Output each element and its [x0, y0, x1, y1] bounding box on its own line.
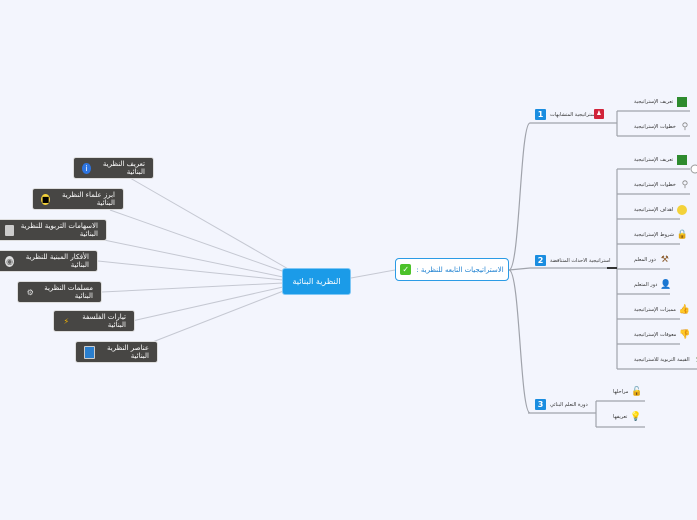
child-label: خطوات الإستراتيجية [634, 124, 676, 130]
child-node[interactable]: ⚒ دور المعلم [634, 255, 670, 265]
topic-ideas[interactable]: الأفكار المبنية للنظرية البنائية ◉ [0, 250, 98, 272]
lightbulb-icon: 💡 [630, 412, 642, 422]
topic-label: ابرز علماء النظرية البنائية [61, 191, 115, 207]
thumbs-down-icon: 👎 [679, 330, 691, 340]
child-node[interactable]: ⚲ خطوات الإستراتيجية [634, 122, 690, 132]
branch-number-badge: 3 [535, 399, 546, 410]
book-icon [677, 97, 688, 107]
thumbs-up-icon: 👍 [678, 305, 690, 315]
topic-label: الأفكار المبنية للنظرية البنائية [25, 253, 89, 269]
branch-discrepant-events[interactable]: استراتيجية الاحداث المتناقضة [550, 258, 611, 264]
unlock-icon: 🔓 [631, 387, 643, 397]
topic-elements[interactable]: عناصر النظرية البنائية [75, 341, 158, 363]
lock-icon: 🔒 [676, 230, 688, 240]
child-node[interactable]: $ القيمة التربوية للاستراتيجية [634, 355, 697, 365]
branch-similarities[interactable]: استراتيجية المتشابهات [550, 112, 597, 118]
topic-contributions[interactable]: الاسهامات التربوية للنظرية البنائية [0, 219, 107, 241]
child-node[interactable]: 👍مميزات الإستراتيجية [634, 305, 690, 315]
magnifier-icon: ⚲ [681, 122, 689, 132]
sunglasses-smiley-icon [677, 205, 688, 215]
branch-number-badge: 1 [535, 109, 546, 120]
child-node[interactable]: 👎معوقات الإستراتيجية [634, 330, 690, 340]
branch-learning-cycle[interactable]: دورة التعلم البنائي [550, 402, 588, 408]
topic-scholars[interactable]: ابرز علماء النظرية البنائية ■ [32, 188, 124, 210]
child-label: مميزات الإستراتيجية [634, 307, 676, 313]
child-node[interactable]: تعريف الإستراتيجية [634, 97, 688, 107]
lightning-icon: ⚡ [63, 316, 70, 326]
child-label: دور المعلم [634, 257, 656, 263]
child-label: القيمة التربوية للاستراتيجية [634, 357, 690, 363]
child-node[interactable]: 👤دور المتعلم [634, 280, 671, 290]
child-label: تعريف الإستراتيجية [634, 157, 674, 163]
child-label: تعريف الإستراتيجية [634, 99, 674, 105]
magnifier-icon: ⚲ [681, 180, 689, 190]
gavel-icon: ⚒ [660, 255, 669, 265]
book-icon [677, 155, 688, 165]
collapse-toggle[interactable] [690, 164, 697, 174]
child-label: معوقات الإستراتيجية [634, 332, 677, 338]
child-node[interactable]: اهداف الإستراتيجية [634, 205, 688, 215]
central-topic[interactable]: النظرية البنائية [282, 268, 351, 295]
topic-label: تعريف النظرية البنائية [102, 160, 145, 176]
branch-number-badge: 2 [535, 255, 546, 266]
disc-icon: ◉ [5, 255, 15, 267]
topic-currents[interactable]: تيارات الفلسفة البنائية ⚡ [53, 310, 135, 332]
gear-icon: ⚙ [26, 287, 34, 297]
child-label: اهداف الإستراتيجية [634, 207, 674, 213]
money-bag-icon: $ [694, 355, 697, 365]
main-topic[interactable]: الاستراتيجيات التابعه للنظرية : ✓ [395, 258, 509, 281]
child-node[interactable]: 🔒شروط الإستراتيجية [634, 230, 688, 240]
central-topic-label: النظرية البنائية [292, 277, 341, 286]
checkmark-icon: ✓ [400, 264, 412, 275]
folder-icon [5, 224, 14, 236]
info-icon: i [82, 162, 91, 174]
topic-label: تيارات الفلسفة البنائية [82, 313, 126, 329]
people-icon: ♟ [594, 109, 604, 119]
topic-label: عناصر النظرية البنائية [107, 344, 149, 360]
child-label: خطوات الإستراتيجية [634, 182, 676, 188]
child-node[interactable]: 🔓مراحلها [613, 387, 642, 397]
monitor-icon [84, 345, 95, 359]
child-label: مراحلها [613, 389, 629, 395]
topic-definition[interactable]: تعريف النظرية البنائية i [73, 157, 154, 179]
sunglasses-smiley-icon: ■ [41, 193, 50, 205]
child-node[interactable]: ⚲ خطوات الإستراتيجية [634, 180, 690, 190]
topic-axioms[interactable]: مسلمات النظرية البنائية ⚙ [17, 281, 102, 303]
child-node[interactable]: تعريف الإستراتيجية [634, 155, 688, 165]
user-icon: 👤 [660, 280, 672, 290]
topic-label: مسلمات النظرية البنائية [44, 284, 93, 300]
child-label: شروط الإستراتيجية [634, 232, 674, 238]
topic-label: الاسهامات التربوية للنظرية البنائية [20, 222, 98, 238]
child-node[interactable]: 💡تعريفها [613, 412, 641, 422]
child-label: تعريفها [613, 414, 628, 420]
child-label: دور المتعلم [634, 282, 658, 288]
main-topic-label: الاستراتيجيات التابعه للنظرية : [416, 265, 504, 274]
